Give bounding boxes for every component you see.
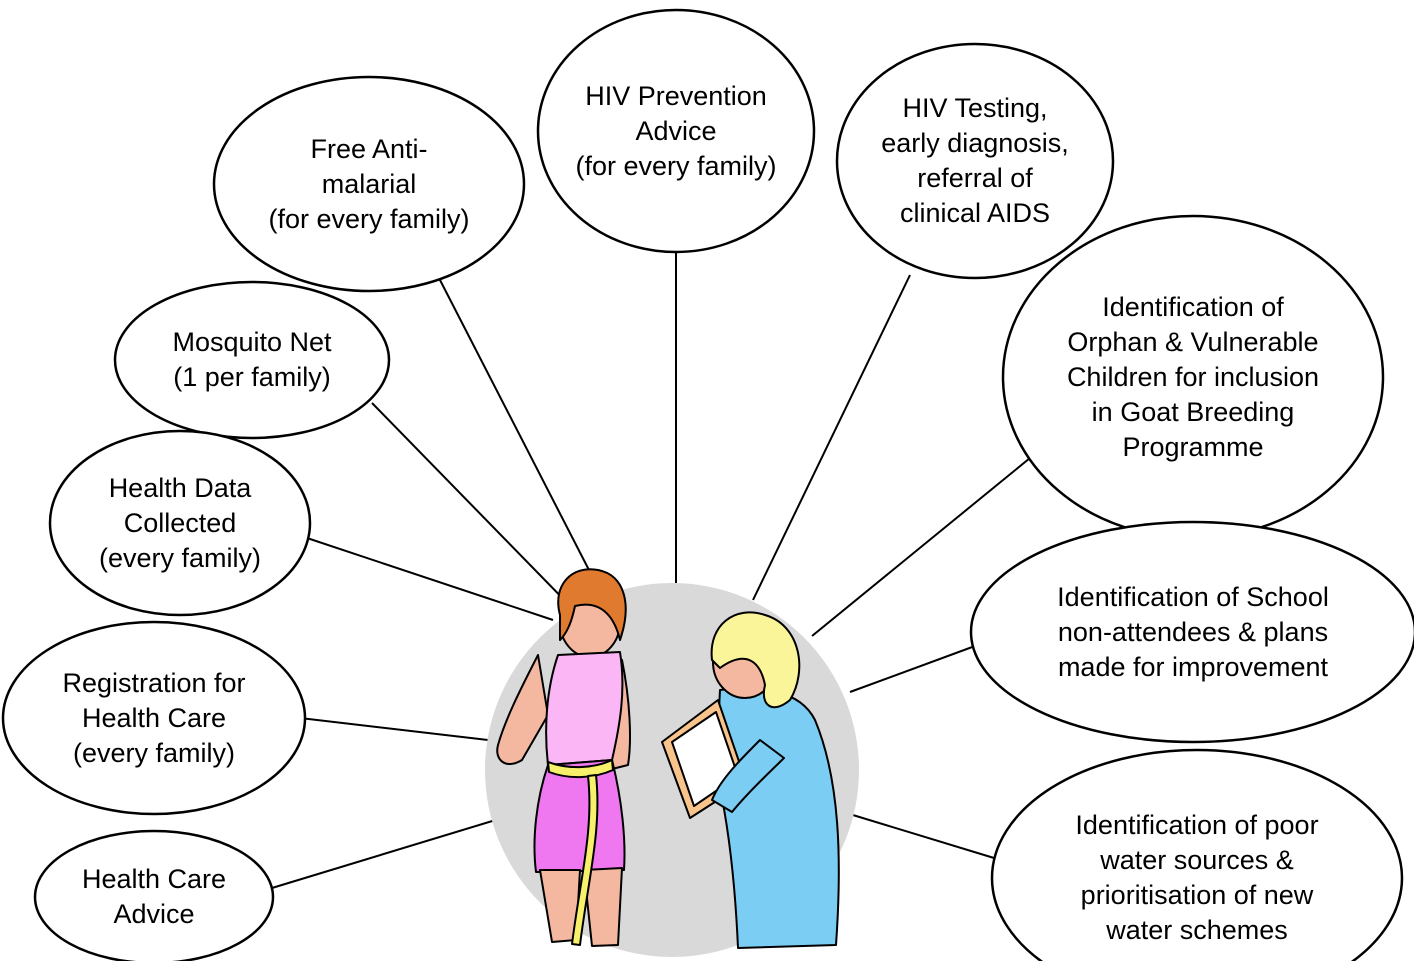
node-label-water-sources: Identification of poor water sources & p… <box>1075 810 1319 945</box>
node-label-anti-malarial: Free Anti- malarial (for every family) <box>268 133 470 234</box>
ellipse-school-nonattendees <box>969 520 1414 744</box>
ellipse-registration <box>1 620 307 816</box>
connector-health-care-advice <box>271 814 513 889</box>
woman-figure <box>496 568 631 947</box>
node-label-health-data: Health Data Collected (every family) <box>98 472 261 573</box>
node-label-registration: Registration for Health Care (every fami… <box>62 667 246 768</box>
connector-lines <box>271 252 1031 889</box>
ellipse-anti-malarial <box>212 75 526 293</box>
nurse-figure <box>661 611 840 949</box>
connector-anti-malarial <box>439 279 591 573</box>
ellipse-hiv-testing <box>835 42 1115 280</box>
connector-orphan-identification <box>811 457 1031 637</box>
ellipse-hiv-prevention <box>536 8 816 254</box>
ellipse-health-care-advice <box>33 829 275 961</box>
connector-registration <box>299 717 489 741</box>
node-label-mosquito-net: Mosquito Net (1 per family) <box>172 327 332 392</box>
node-label-orphan-identification: Identification of Orphan & Vulnerable Ch… <box>1066 291 1320 462</box>
connector-school-nonattendees <box>849 645 976 693</box>
node-ellipses <box>1 8 1414 961</box>
ellipse-health-data <box>48 429 312 617</box>
connector-water-sources <box>842 811 995 859</box>
central-illustration <box>485 568 859 957</box>
node-label-hiv-testing: HIV Testing, early diagnosis, referral o… <box>881 93 1069 228</box>
node-label-health-care-advice: Health Care Advice <box>81 864 227 929</box>
connector-health-data <box>297 534 554 621</box>
node-label-school-nonattendees: Identification of School non-attendees &… <box>1057 581 1329 682</box>
connector-mosquito-net <box>371 402 579 615</box>
ellipse-water-sources <box>990 748 1404 961</box>
node-label-hiv-prevention: HIV Prevention Advice (for every family) <box>575 80 777 181</box>
connector-hiv-testing <box>752 274 911 601</box>
ellipse-mosquito-net <box>113 280 391 440</box>
